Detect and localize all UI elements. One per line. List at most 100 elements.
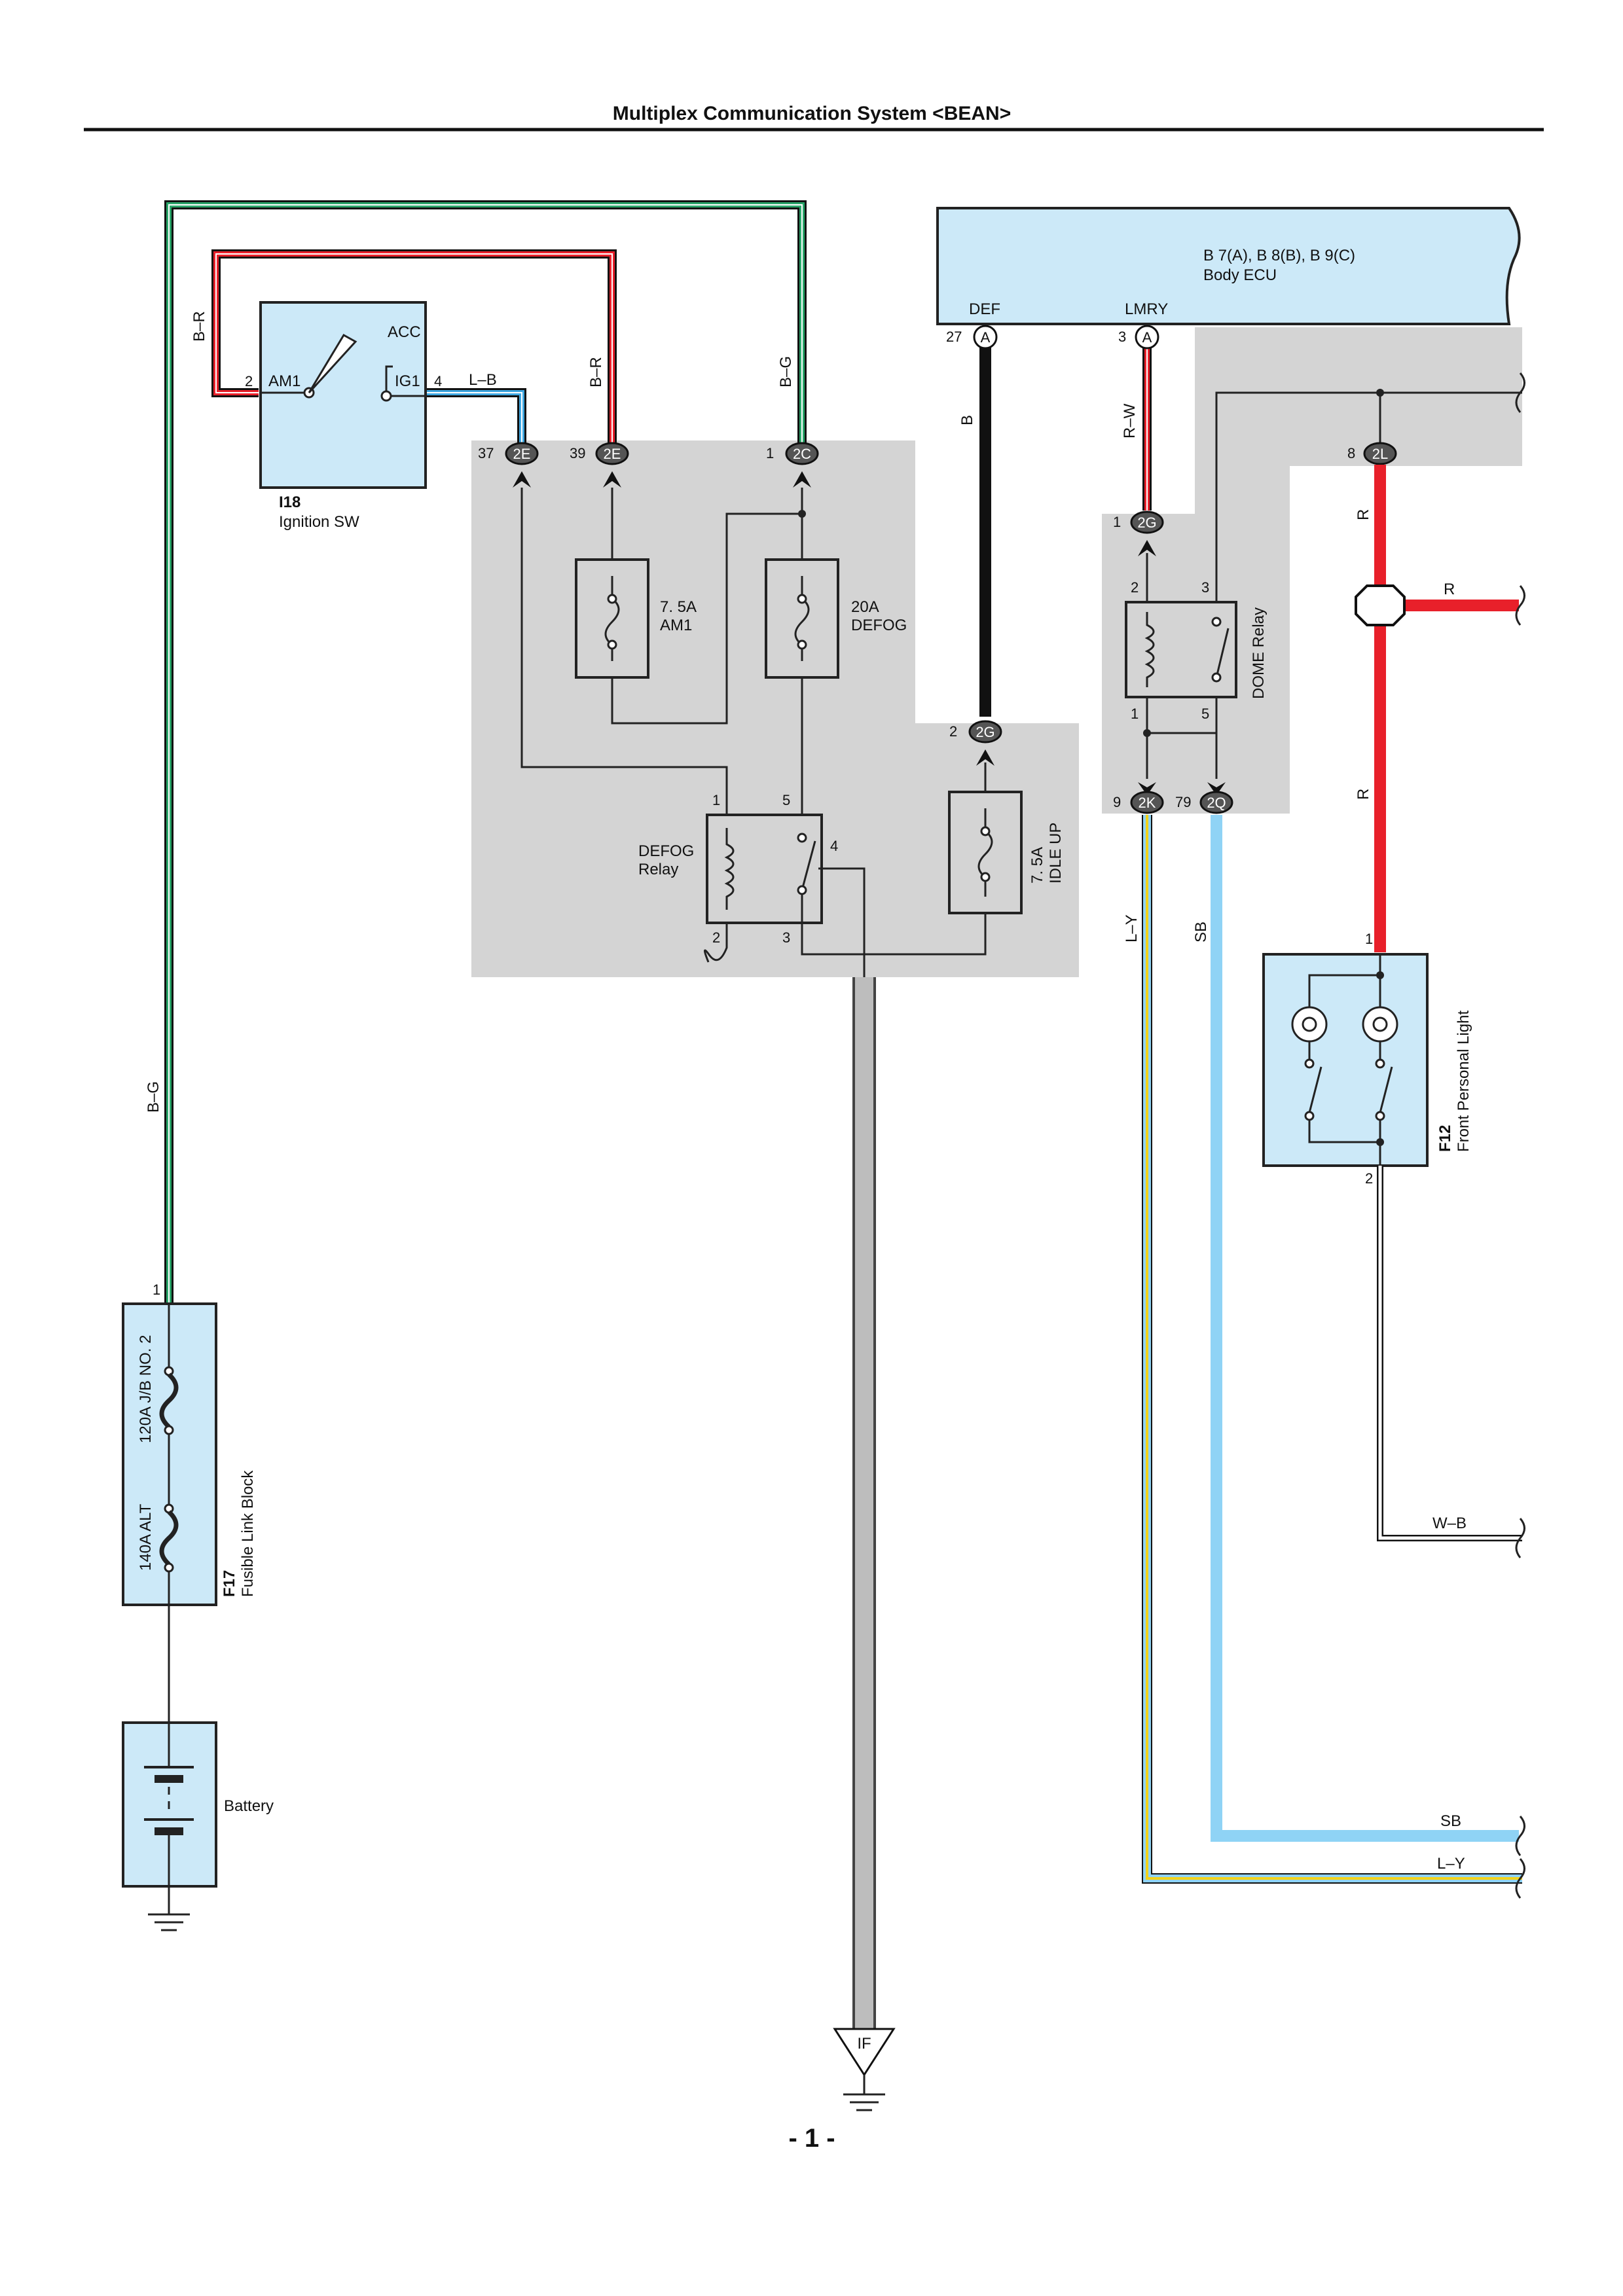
- dome-relay-name: DOME Relay: [1250, 607, 1267, 699]
- wire-label-r-1: R: [1355, 509, 1372, 520]
- ground-battery: [148, 1886, 190, 1931]
- fusible-block-id: F17: [221, 1570, 238, 1597]
- battery-name: Battery: [224, 1797, 274, 1815]
- fuse-defog-name: DEFOG: [851, 617, 907, 634]
- ignition-sw-am1: AM1: [268, 372, 301, 390]
- defog-relay-p1: 1: [712, 792, 720, 808]
- ignition-switch-symbol: [261, 333, 426, 402]
- svg-text:37: 37: [478, 445, 494, 461]
- wire-label-wb: W–B: [1432, 1515, 1467, 1532]
- fuse-idle-up-rating: 7. 5A: [1029, 847, 1046, 884]
- dome-relay: [1125, 601, 1237, 698]
- wire-label-br-1: B–R: [191, 311, 208, 342]
- body-ecu-lmry: LMRY: [1125, 300, 1168, 318]
- junction-block-right: [1102, 327, 1522, 814]
- wire-label-rw: R–W: [1121, 403, 1139, 439]
- svg-text:2Q: 2Q: [1207, 795, 1226, 811]
- svg-text:3: 3: [1118, 329, 1126, 345]
- body-ecu-panel: [936, 207, 1521, 325]
- fusible-block-symbol: [159, 1304, 179, 1605]
- body-ecu-def: DEF: [969, 300, 1000, 318]
- page-title: Multiplex Communication System <BEAN>: [613, 103, 1011, 124]
- body-ecu-name: Body ECU: [1203, 266, 1277, 284]
- wire-label-bg-2: B–G: [145, 1081, 162, 1113]
- svg-text:2G: 2G: [976, 724, 994, 740]
- wire-wb: [1377, 1166, 1522, 1541]
- connector-9-2k: 9 2K: [1113, 782, 1164, 814]
- defog-relay-name2: Relay: [638, 861, 678, 878]
- wire-label-r-2: R: [1444, 581, 1455, 598]
- fusible-block-f2: 140A ALT: [137, 1503, 155, 1571]
- wire-label-sb-1: SB: [1192, 922, 1210, 942]
- fuse-am1-rating: 7. 5A: [660, 598, 697, 616]
- wire-bg-main: [164, 200, 807, 1302]
- svg-text:2G: 2G: [1137, 514, 1156, 531]
- dome-relay-p1: 1: [1131, 706, 1139, 722]
- svg-text:1: 1: [766, 445, 774, 461]
- body-ecu-id: B 7(A), B 8(B), B 9(C): [1203, 247, 1355, 264]
- fuse-defog-rating: 20A: [851, 598, 879, 616]
- connector-8-2l: 8 2L: [1347, 442, 1397, 465]
- connector-37-2e: 37 2E: [478, 442, 539, 488]
- wire-label-b: B: [958, 415, 976, 425]
- defog-relay-p3: 3: [782, 929, 790, 946]
- wire-r: [1355, 465, 1519, 952]
- svg-text:9: 9: [1113, 794, 1121, 810]
- fuse-am1: [575, 558, 649, 679]
- fuse-defog: [765, 558, 839, 679]
- ignition-sw-name: Ignition SW: [279, 513, 359, 531]
- svg-text:27: 27: [946, 329, 962, 345]
- ignition-sw-ig1: IG1: [395, 372, 420, 390]
- wire-label-ly-1: L–Y: [1123, 914, 1140, 942]
- svg-text:8: 8: [1347, 445, 1355, 461]
- fusible-block-f1: 120A J/B NO. 2: [137, 1335, 155, 1443]
- front-light-name: Front Personal Light: [1455, 1011, 1472, 1152]
- wire-br: [211, 249, 617, 452]
- svg-text:79: 79: [1175, 794, 1191, 810]
- wire-label-lb: L–B: [469, 371, 497, 389]
- dome-relay-p2: 2: [1131, 579, 1139, 596]
- svg-text:2C: 2C: [793, 446, 811, 462]
- connector-39-2e: 39 2E: [570, 442, 629, 488]
- dome-relay-p5: 5: [1201, 706, 1209, 722]
- defog-relay: [706, 814, 823, 924]
- junction-block-left: [471, 440, 1079, 977]
- defog-relay-name1: DEFOG: [638, 842, 694, 860]
- ground-if: IF: [833, 2028, 896, 2111]
- fuse-idle-up: [948, 791, 1023, 914]
- svg-text:IF: IF: [857, 2035, 871, 2053]
- fusible-block-name: Fusible Link Block: [239, 1470, 257, 1597]
- wire-label-sb-2: SB: [1440, 1812, 1461, 1830]
- front-light-id: F12: [1436, 1125, 1454, 1152]
- page-number: - 1 -: [788, 2124, 835, 2153]
- svg-text:1: 1: [1113, 514, 1121, 530]
- ignition-sw-id: I18: [279, 493, 301, 511]
- wire-label-r-3: R: [1355, 789, 1372, 800]
- connector-lmry-a: 3 A: [1118, 325, 1159, 350]
- ignition-sw-pin-am1: 2: [245, 373, 253, 389]
- ignition-sw-acc: ACC: [388, 323, 421, 341]
- wire-ly: [1142, 815, 1522, 1884]
- wire-label-br-2: B–R: [587, 357, 605, 387]
- svg-text:2E: 2E: [513, 446, 531, 462]
- wire-lb: [427, 388, 526, 452]
- continuation-marks: [1515, 372, 1525, 1899]
- svg-text:2L: 2L: [1372, 446, 1388, 462]
- connector-1-2c: 1 2C: [766, 442, 819, 488]
- wire-sb: [1211, 815, 1519, 1842]
- junction-wiring: [520, 488, 987, 977]
- defog-relay-p2: 2: [712, 929, 720, 946]
- wire-label-ly-2: L–Y: [1437, 1855, 1465, 1873]
- ignition-sw-pin-ig1: 4: [434, 373, 442, 389]
- svg-text:A: A: [1142, 329, 1152, 346]
- defog-relay-p5: 5: [782, 792, 790, 808]
- fusible-block-pin: 1: [153, 1282, 160, 1298]
- svg-text:2E: 2E: [604, 446, 621, 462]
- wire-label-bg-1: B–G: [777, 356, 795, 387]
- fuse-idle-up-name: IDLE UP: [1047, 823, 1065, 884]
- svg-text:2K: 2K: [1139, 795, 1156, 811]
- connector-79-2q: 79 2Q: [1175, 782, 1233, 814]
- defog-relay-p4: 4: [830, 838, 838, 854]
- front-light-symbol: [1291, 954, 1398, 1166]
